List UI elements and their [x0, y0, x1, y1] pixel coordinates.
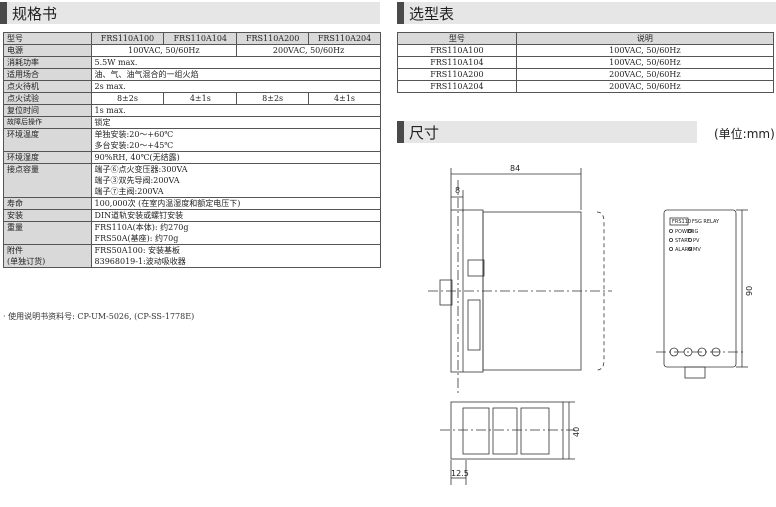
header-bar: [0, 2, 7, 24]
spec-label: 复位时间: [3, 104, 92, 117]
front-title: FSG RELAY: [692, 219, 720, 225]
led-power-label: POWER: [675, 229, 694, 235]
dim-90-label: 90: [745, 286, 754, 296]
spec-line: 单独安装:20～+60℃: [94, 130, 174, 139]
spec-row-accessory: 附件 (单独订货) FRS50A100: 安装基板 83968019-1:波动吸…: [3, 244, 382, 268]
header-bar: [397, 121, 404, 143]
led-ig-label: IG: [693, 229, 698, 235]
selection-col-model: 型号: [397, 32, 517, 45]
led-start-label: START: [675, 238, 691, 244]
spec-row-application: 适用场合 油、气、油气混合的一组火焰: [3, 68, 382, 81]
front-view-clip: [684, 366, 706, 379]
spec-row-temperature: 环境温度 单独安装:20～+60℃ 多台安装:20～+45℃: [3, 128, 382, 152]
selection-desc: 200VAC, 50/60Hz: [515, 80, 775, 93]
spec-line: FRS110A(本体): 约270g: [94, 223, 189, 232]
selection-section-header: 选型表: [397, 2, 776, 24]
header-bar: [397, 2, 404, 24]
spec-row-weight: 重量 FRS110A(本体): 约270g FRS50A(基座): 约70g: [3, 221, 382, 245]
spec-label: 重量: [3, 221, 92, 245]
selection-section-title: 选型表: [409, 5, 455, 23]
spec-line: FRS50A100: 安装基板: [94, 246, 181, 255]
dimensions-section-header: 尺寸: [397, 121, 697, 143]
spec-label: 适用场合: [3, 68, 92, 81]
table-row: FRS110A204 200VAC, 50/60Hz: [397, 80, 775, 93]
spec-value: 端子⑥点火变压器:300VA 端子③双先导阀:200VA 端子⑦主阀:200VA: [90, 163, 382, 198]
front-badge: FRS110: [672, 219, 691, 225]
spec-table: 型号 FRS110A100 FRS110A104 FRS110A200 FRS1…: [3, 32, 382, 268]
dimensions-section-title: 尺寸: [409, 124, 440, 142]
led-mv-label: MV: [693, 247, 701, 253]
dim-12-5-label: 12.5: [451, 469, 469, 478]
bottom-view-body: [450, 401, 564, 460]
spec-row-standby: 点火待机 2s max.: [3, 80, 382, 93]
spec-row-life: 寿命 100,000次 (在室内温湿度和额定电压下): [3, 197, 382, 210]
spec-line: 端子⑦主阀:200VA: [94, 187, 164, 196]
spec-row-reset: 复位时间 1s max.: [3, 104, 382, 117]
spec-label: 寿命: [3, 197, 92, 210]
dim-84-label: 84: [510, 164, 520, 173]
spec-section-header: 规格书: [0, 2, 380, 24]
spec-line: 附件: [7, 246, 23, 255]
spec-value: FRS110A(本体): 约270g FRS50A(基座): 约70g: [90, 221, 382, 245]
spec-row-humidity: 环境湿度 90%RH, 40℃(无结露): [3, 151, 382, 164]
dimensions-unit: (单位:mm): [714, 127, 775, 141]
spec-line: 83968019-1:波动吸收器: [94, 257, 186, 266]
spec-label: 附件 (单独订货): [3, 244, 92, 268]
spec-label: 故障后操作: [3, 116, 92, 129]
spec-line: 多台安装:20～+45℃: [94, 141, 174, 150]
spec-label: 电源: [3, 44, 92, 57]
spec-label: 点火试验: [3, 92, 92, 105]
spec-footnote: · 使用说明书资料号: CP-UM-5026, (CP-SS-1778E): [3, 312, 195, 321]
dim-8-label: 8: [455, 186, 460, 195]
selection-header-row: 型号 说明: [397, 32, 775, 45]
spec-value: FRS50A100: 安装基板 83968019-1:波动吸收器: [90, 244, 382, 268]
spec-line: (单独订货): [7, 257, 46, 266]
spec-row-consumption: 消耗功率 5.5W max.: [3, 56, 382, 69]
spec-row-contact: 接点容量 端子⑥点火变压器:300VA 端子③双先导阀:200VA 端子⑦主阀:…: [3, 163, 382, 198]
spec-label: 环境湿度: [3, 151, 92, 164]
spec-line: FRS50A(基座): 约70g: [94, 234, 179, 243]
spec-line: 端子⑥点火变压器:300VA: [94, 165, 188, 174]
spec-section-title: 规格书: [12, 5, 58, 23]
spec-line: 端子③双先导阀:200VA: [94, 176, 180, 185]
led-alarm-label: ALARM: [675, 247, 693, 253]
dim-40-label: 40: [572, 427, 581, 437]
led-pv-label: PV: [693, 238, 700, 244]
table-row: FRS110A200 200VAC, 50/60Hz: [397, 68, 775, 81]
selection-table: 型号 说明 FRS110A100 100VAC, 50/60Hz FRS110A…: [397, 32, 775, 93]
